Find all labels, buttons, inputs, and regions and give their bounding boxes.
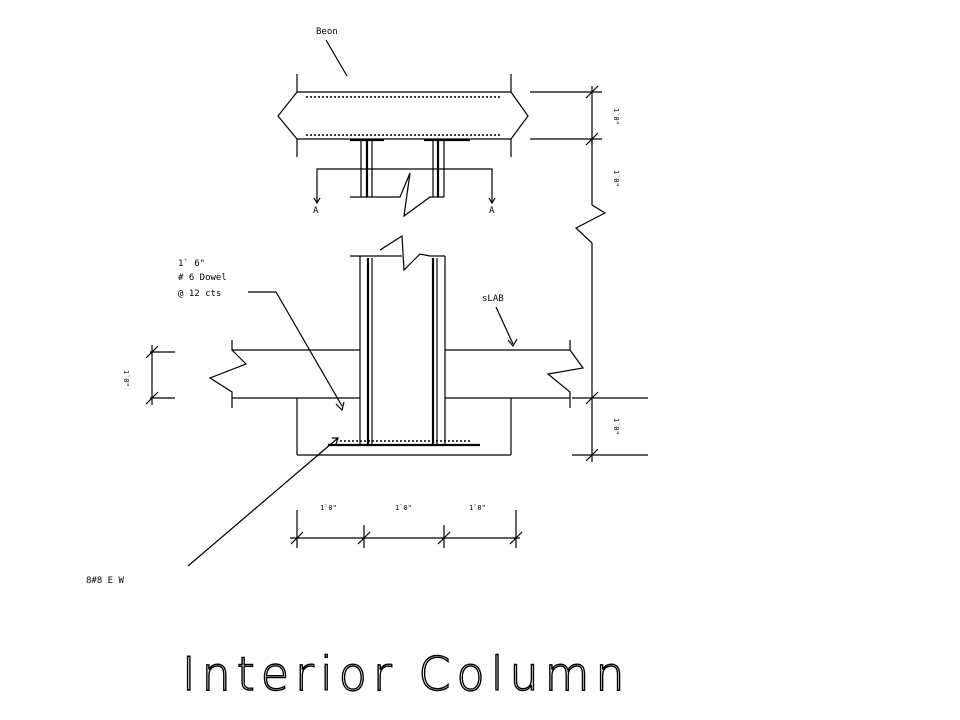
footing-bars-callout: 8#8 E W bbox=[86, 437, 339, 586]
dowel-size-label: # 6 Dowel bbox=[178, 273, 227, 283]
dowel-callout: 1` 6" # 6 Dowel @ 12 cts bbox=[178, 258, 345, 412]
slab-thickness-value: 1`0" bbox=[122, 370, 130, 387]
dowel-length-label: 1` 6" bbox=[178, 258, 205, 269]
upper-column bbox=[350, 141, 445, 218]
footing-width-dimensions: 1`0" 1`0" 1`0" bbox=[290, 504, 523, 548]
column-height-dimension: 1`0" bbox=[574, 139, 620, 405]
beam-leader bbox=[325, 39, 348, 77]
footing-bars-label: 8#8 E W bbox=[86, 576, 125, 586]
section-cut-line: A A bbox=[313, 168, 496, 216]
slab-callout: sLAB bbox=[482, 294, 518, 348]
footing-depth-value: 1`0" bbox=[612, 418, 620, 435]
footing-right-width: 1`0" bbox=[469, 504, 486, 512]
footing-mid-width: 1`0" bbox=[395, 504, 412, 512]
beam-label: Beon bbox=[316, 27, 338, 37]
column-height-value: 1`0" bbox=[612, 170, 620, 187]
section-label-left: A bbox=[313, 206, 319, 216]
footing-depth-dimension: 1`0" bbox=[572, 397, 648, 462]
footing bbox=[296, 398, 512, 456]
lower-column bbox=[350, 234, 446, 446]
beam bbox=[277, 74, 529, 157]
slab-thickness-dimension: 1`0" bbox=[122, 345, 175, 405]
beam-depth-dimension: 1`0" bbox=[530, 85, 620, 146]
dowel-spacing-label: @ 12 cts bbox=[178, 289, 221, 299]
slab bbox=[208, 340, 585, 408]
footing-left-width: 1`0" bbox=[320, 504, 337, 512]
drawing-title: Interior Column bbox=[182, 647, 631, 701]
section-label-right: A bbox=[489, 206, 495, 216]
beam-depth-value: 1`0" bbox=[612, 108, 620, 125]
slab-label: sLAB bbox=[482, 294, 504, 304]
